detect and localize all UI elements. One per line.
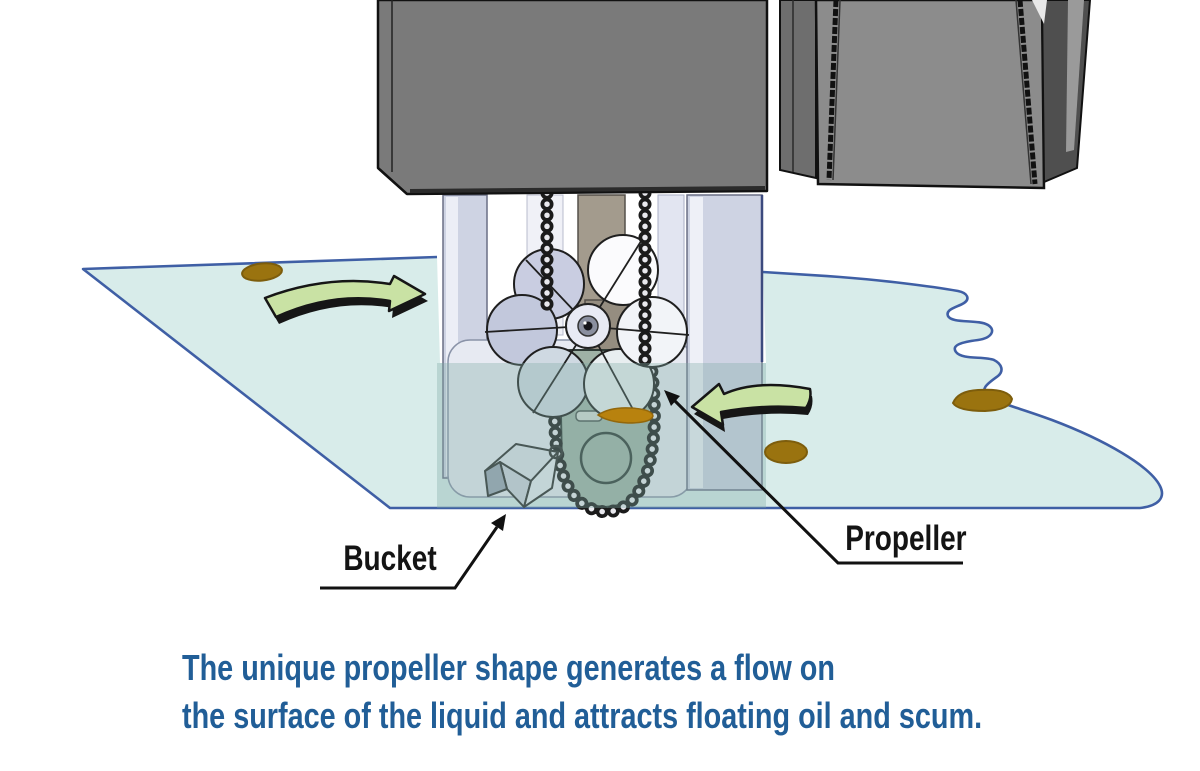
collection-container xyxy=(779,0,1092,190)
water-surface-outline xyxy=(81,255,1164,510)
oil-spot-icon xyxy=(241,262,283,282)
bucket xyxy=(484,443,564,508)
bucket-leader-line xyxy=(320,514,506,590)
bucket-label: Bucket xyxy=(343,539,437,578)
drive-chain-loop xyxy=(548,357,661,519)
oil-streak-icon xyxy=(596,407,654,424)
oil-spot-icon xyxy=(951,388,1014,413)
propeller-label: Propeller xyxy=(845,519,967,558)
caption-line-1: The unique propeller shape generates a f… xyxy=(182,647,835,688)
propeller-leader-line xyxy=(664,390,963,565)
propeller xyxy=(484,234,690,420)
caption-line-2: the surface of the liquid and attracts f… xyxy=(182,695,983,736)
skimmer-drive-housing xyxy=(376,0,769,196)
flow-arrow-left-icon xyxy=(690,382,813,432)
lift-rope-icon xyxy=(826,0,1038,185)
propeller-hub xyxy=(565,303,611,349)
oil-spot-icon xyxy=(764,440,808,464)
flow-arrow-right-icon xyxy=(263,274,428,324)
